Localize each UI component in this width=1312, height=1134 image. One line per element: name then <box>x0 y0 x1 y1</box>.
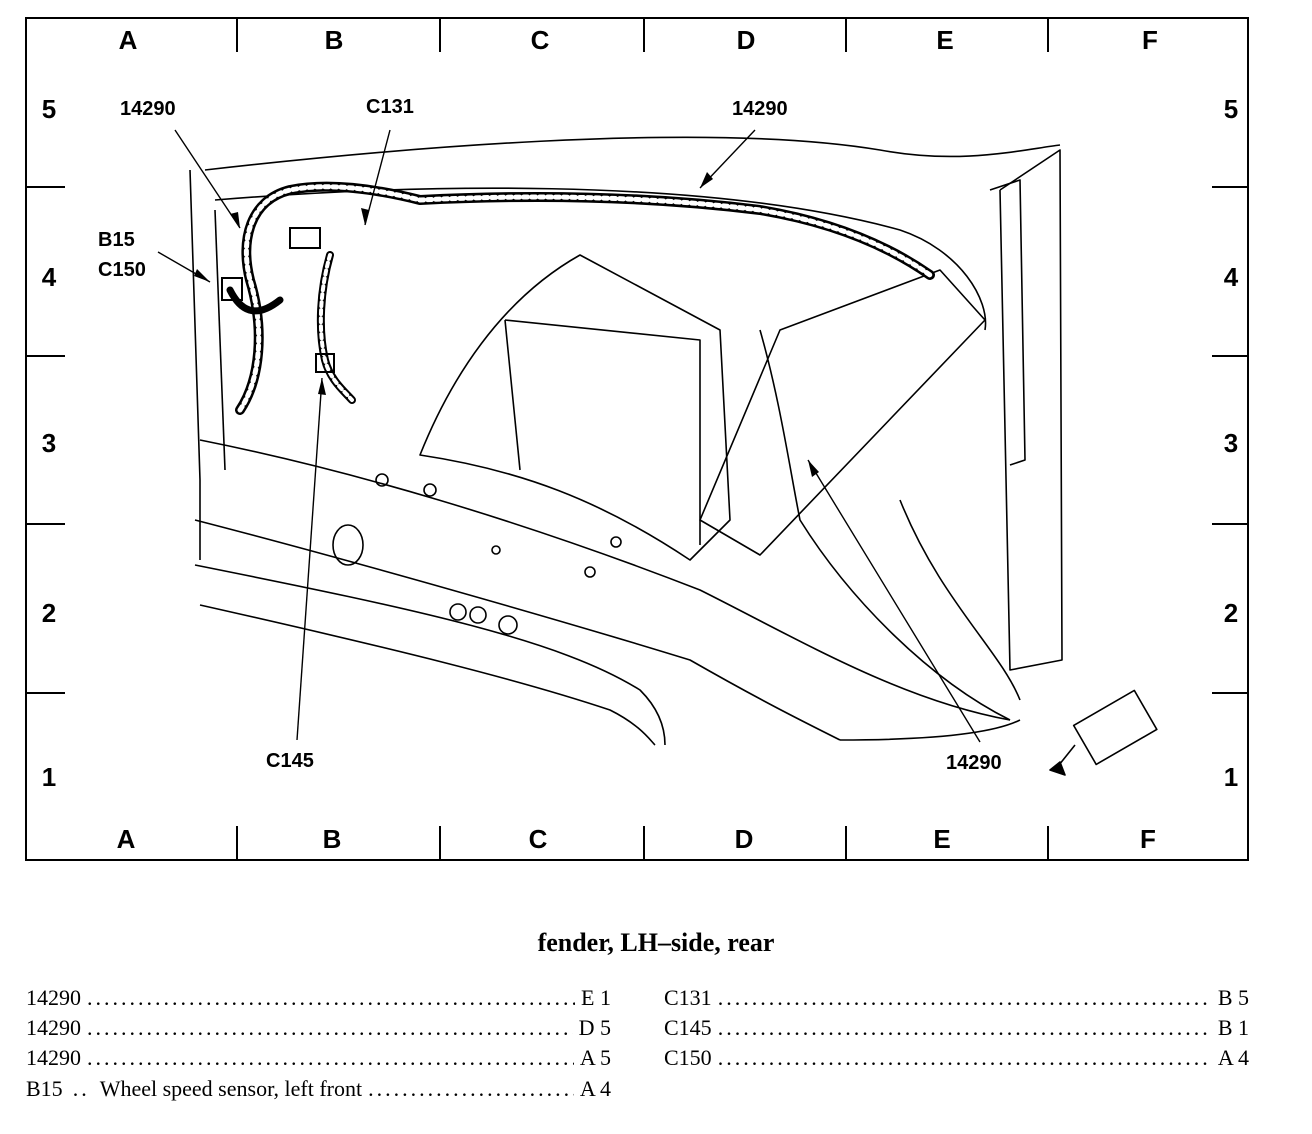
column-label-a-top: A <box>118 25 138 55</box>
index-location: E 1 <box>581 985 611 1010</box>
row-label-2-left: 2 <box>41 598 57 628</box>
column-label-f-bottom: F <box>1140 824 1156 854</box>
callout-14290-e1: 14290 <box>946 752 1002 774</box>
index-entry: B15 .. Wheel speed sensor, left front A … <box>26 1076 611 1102</box>
column-label-d-top: D <box>736 25 756 55</box>
index-entry: 14290 A 5 <box>26 1045 611 1071</box>
index-entry: C150 A 4 <box>664 1045 1249 1071</box>
index-location: A 4 <box>1217 1045 1249 1070</box>
index-entry: C131 B 5 <box>664 985 1249 1011</box>
diagram-frame <box>25 17 1249 861</box>
callout-b15: B15 <box>98 229 135 251</box>
index-location: A 4 <box>579 1076 611 1101</box>
callout-14290-d5: 14290 <box>732 98 788 120</box>
index-entry: 14290 E 1 <box>26 985 611 1011</box>
diagram-caption: fender, LH–side, rear <box>537 928 775 957</box>
callout-c145: C145 <box>266 750 314 772</box>
index-code: C150 <box>664 1045 712 1070</box>
row-label-5-left: 5 <box>41 94 57 124</box>
index-code: 14290 <box>26 1015 81 1040</box>
row-label-1-left: 1 <box>41 762 57 792</box>
row-label-2-right: 2 <box>1223 598 1239 628</box>
dot-leader: .. <box>72 1076 90 1101</box>
row-label-3-right: 3 <box>1223 428 1239 458</box>
column-label-e-top: E <box>936 25 954 55</box>
index-location: A 5 <box>579 1045 611 1070</box>
dot-leader <box>368 1076 574 1102</box>
column-label-d-bottom: D <box>734 824 754 854</box>
index-location: D 5 <box>578 1015 611 1040</box>
index-code: B15 <box>26 1076 63 1101</box>
callout-c150: C150 <box>98 259 146 281</box>
index-code: C131 <box>664 985 712 1010</box>
dot-leader <box>718 1015 1212 1041</box>
row-label-1-right: 1 <box>1223 762 1239 792</box>
index-description: Wheel speed sensor, left front <box>99 1076 363 1101</box>
row-label-3-left: 3 <box>41 428 57 458</box>
column-label-b-bottom: B <box>322 824 342 854</box>
column-label-c-top: C <box>530 25 550 55</box>
index-location: B 5 <box>1217 985 1249 1010</box>
dot-leader <box>718 985 1212 1011</box>
column-label-a-bottom: A <box>116 824 136 854</box>
callout-c131: C131 <box>366 96 414 118</box>
dot-leader <box>87 1045 574 1071</box>
index-location: B 1 <box>1217 1015 1249 1040</box>
column-label-f-top: F <box>1142 25 1158 55</box>
row-label-4-left: 4 <box>41 262 57 292</box>
index-code: 14290 <box>26 985 81 1010</box>
index-code: 14290 <box>26 1045 81 1070</box>
row-label-4-right: 4 <box>1223 262 1239 292</box>
column-label-b-top: B <box>324 25 344 55</box>
dot-leader <box>718 1045 1212 1071</box>
fender-illustration <box>27 19 1247 859</box>
column-label-c-bottom: C <box>528 824 548 854</box>
index-entry: C145 B 1 <box>664 1015 1249 1041</box>
callout-14290-a5: 14290 <box>120 98 176 120</box>
row-label-5-right: 5 <box>1223 94 1239 124</box>
dot-leader <box>87 1015 573 1041</box>
column-label-e-bottom: E <box>933 824 951 854</box>
index-entry: 14290 D 5 <box>26 1015 611 1041</box>
dot-leader <box>87 985 575 1011</box>
index-code: C145 <box>664 1015 712 1040</box>
